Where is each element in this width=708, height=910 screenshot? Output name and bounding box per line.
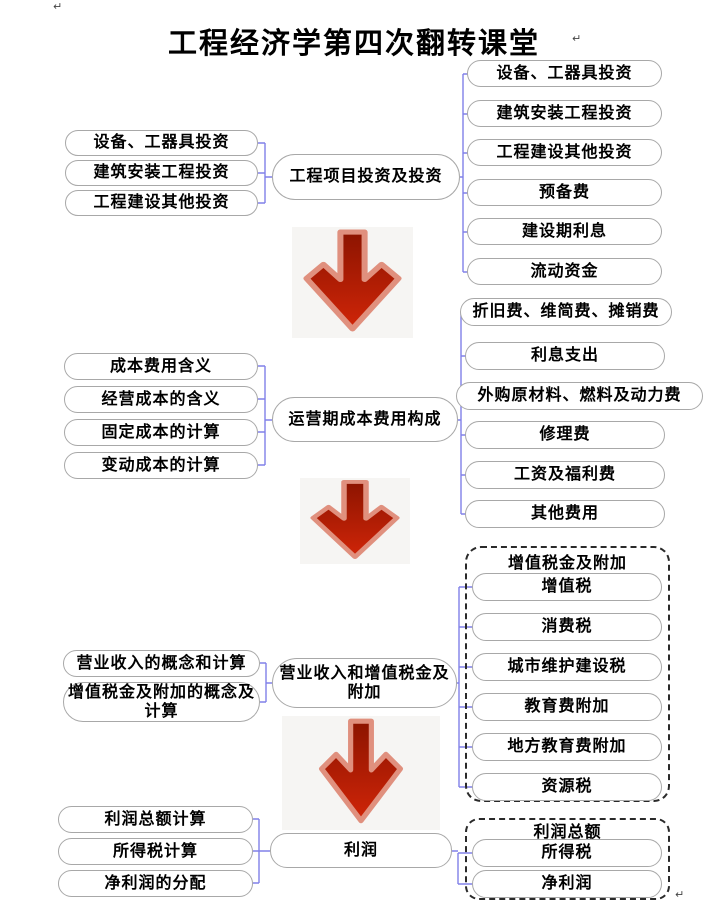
topic-node: 所得税计算 [58,838,253,865]
topic-node: 资源税 [472,773,662,801]
center-topic-node: 工程项目投资及投资 [272,154,460,200]
topic-node: 所得税 [472,839,662,867]
topic-node: 固定成本的计算 [64,419,258,446]
topic-node: 地方教育费附加 [472,733,662,761]
topic-node: 工程建设其他投资 [467,139,662,166]
topic-node: 净利润的分配 [58,870,253,897]
center-topic-node: 利润 [270,833,452,868]
topic-node: 其他费用 [465,500,665,528]
topic-node: 折旧费、维简费、摊销费 [460,298,672,326]
topic-node: 教育费附加 [472,693,662,721]
topic-node: 建筑安装工程投资 [65,160,258,186]
topic-node: 修理费 [465,421,665,449]
down-arrow-icon [282,716,440,830]
topic-node: 经营成本的含义 [64,386,258,413]
topic-node: 工资及福利费 [465,461,665,489]
topic-node: 流动资金 [467,258,662,285]
paragraph-return-mark: ↵ [572,32,582,45]
topic-node: 外购原材料、燃料及动力费 [456,382,703,410]
topic-node: 增值税 [472,573,662,601]
dashed-group-box [465,546,670,802]
down-arrow-icon [300,478,410,564]
paragraph-return-mark: ↵ [675,888,685,901]
topic-node: 工程建设其他投资 [65,190,258,216]
dashed-group-box [465,818,670,900]
topic-node: 利息支出 [465,342,665,370]
topic-node: 建筑安装工程投资 [467,100,662,127]
center-topic-node: 营业收入和增值税金及附加 [272,658,457,708]
topic-node: 预备费 [467,179,662,206]
paragraph-return-mark: ↵ [53,0,63,13]
topic-node: 营业收入的概念和计算 [63,650,260,677]
topic-node: 消费税 [472,613,662,641]
topic-node: 增值税金及附加的概念及计算 [63,682,260,722]
group-header: 增值税金及附加 [507,555,627,572]
topic-node: 净利润 [472,870,662,898]
topic-node: 变动成本的计算 [64,452,258,479]
topic-node: 成本费用含义 [64,353,258,380]
page-title: 工程经济学第四次翻转课堂 [167,28,540,60]
group-header: 利润总额 [533,824,602,841]
topic-node: 设备、工器具投资 [467,60,662,87]
topic-node: 利润总额计算 [58,806,253,833]
center-topic-node: 运营期成本费用构成 [272,397,458,442]
topic-node: 设备、工器具投资 [65,130,258,156]
topic-node: 建设期利息 [467,218,662,245]
down-arrow-icon [292,227,413,338]
topic-node: 城市维护建设税 [472,653,662,681]
